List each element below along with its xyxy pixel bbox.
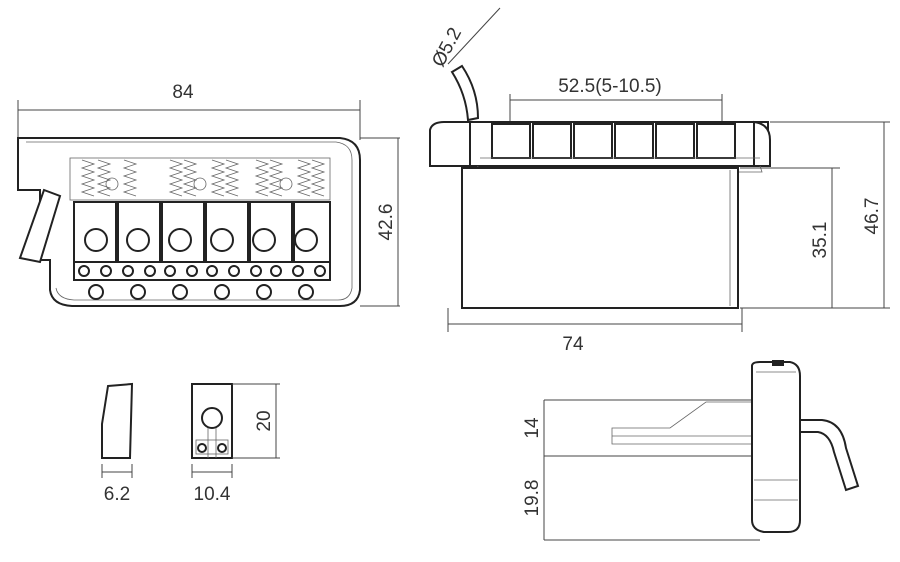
dim-upper-depth: 14 bbox=[522, 417, 543, 439]
bottom-knobs bbox=[88, 284, 314, 300]
tremolo-arm-rear bbox=[799, 419, 860, 492]
dim-side-height: 46.7 bbox=[862, 198, 883, 235]
dim-arm-diameter: Ø5.2 bbox=[428, 24, 466, 70]
tremolo-arm bbox=[18, 188, 62, 264]
dim-saddle-thickness: 6.2 bbox=[104, 484, 130, 505]
dim-total-width: 84 bbox=[172, 82, 194, 103]
dim-saddle-height: 20 bbox=[254, 410, 275, 431]
front-view: 84 bbox=[17, 82, 400, 307]
dim-lower-depth: 19.8 bbox=[522, 480, 543, 517]
dim-block-height: 35.1 bbox=[810, 222, 831, 259]
saddle-front-detail: 20 10.4 bbox=[191, 383, 280, 505]
dim-side-width: 74 bbox=[562, 334, 584, 355]
rear-view: 14 19.8 bbox=[522, 360, 860, 541]
dim-front-height: 42.6 bbox=[376, 204, 397, 241]
side-view: Ø5.2 52.5(5-10.5) 35.1 bbox=[428, 7, 890, 355]
dim-saddle-width: 10.4 bbox=[194, 484, 231, 505]
dim-string-spacing: 52.5(5-10.5) bbox=[558, 76, 662, 97]
screw-row bbox=[78, 265, 326, 277]
saddle-side-detail: 6.2 bbox=[101, 382, 134, 505]
springs bbox=[80, 159, 326, 197]
saddles bbox=[73, 201, 331, 263]
